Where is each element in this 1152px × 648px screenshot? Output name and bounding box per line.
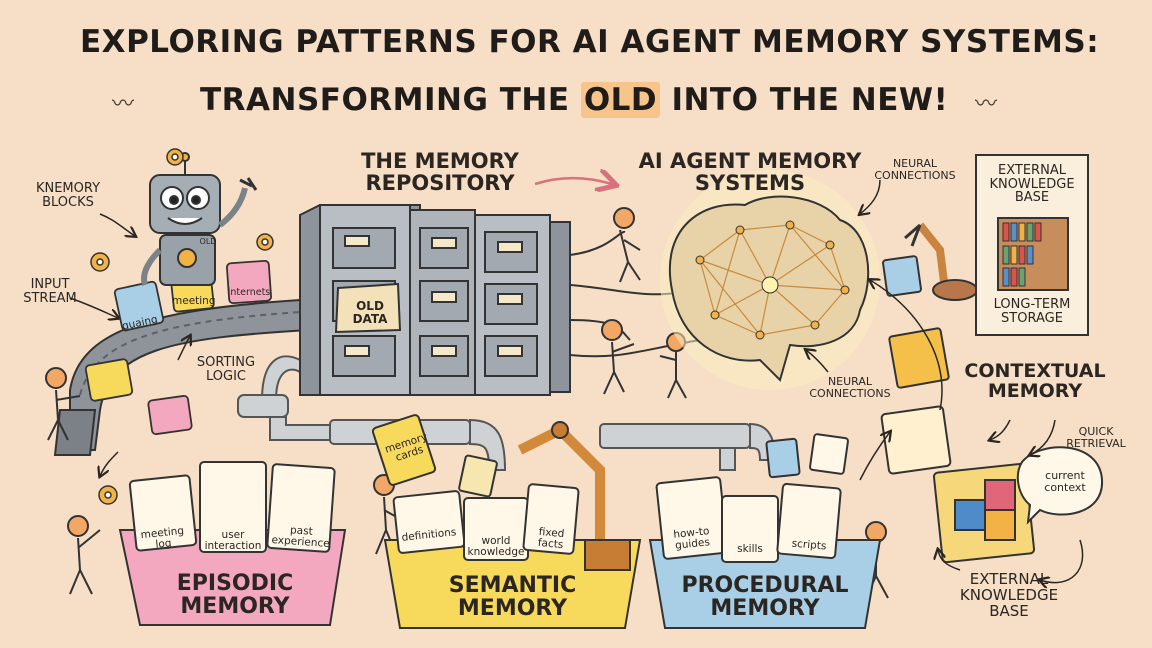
label-neural-connections-bottom: NEURAL CONNECTIONS [800, 376, 900, 399]
label-external-kb-top: EXTERNAL KNOWLEDGE BASE [982, 164, 1082, 205]
label-input-stream: INPUT STREAM [20, 278, 80, 305]
robot-arm-right [883, 225, 977, 300]
title-highlight-old: OLD [581, 82, 660, 118]
label-external-kb-bottom: EXTERNAL KNOWLEDGE BASE [944, 572, 1074, 619]
robot-badge: OLD [198, 238, 218, 246]
label-ai-agent-memory-systems: AI AGENT MEMORY SYSTEMS [630, 150, 870, 194]
label-memory-repository: THE MEMORY REPOSITORY [340, 150, 540, 194]
label-quick-retrieval: QUICK RETRIEVAL [1056, 426, 1136, 449]
bin-0-card-1: user interaction [200, 530, 266, 552]
label-long-term-storage: LONG-TERM STORAGE [982, 298, 1082, 325]
bin-1-card-2: fixed facts [525, 526, 577, 552]
label-sorting-logic: SORTING LOGIC [186, 356, 266, 383]
label-old-data: OLD DATA [345, 300, 395, 325]
filing-cabinet [300, 205, 570, 395]
bin-label-procedural: PROCEDURAL MEMORY [665, 574, 865, 620]
repository-arrow [535, 178, 612, 184]
conveyor-card-1: meeting [172, 296, 212, 307]
neural-brain [660, 170, 880, 390]
title-line-1: EXPLORING PATTERNS FOR AI AGENT MEMORY S… [80, 26, 1099, 59]
conveyor-card-2: internets [226, 288, 272, 298]
title-line-2: TRANSFORMING THE OLD INTO THE NEW! [200, 84, 948, 117]
bubble-current-context: current context [1030, 470, 1100, 493]
label-neural-connections-top: NEURAL CONNECTIONS [870, 158, 960, 181]
title-line-2-start: TRANSFORMING THE [200, 82, 581, 118]
bin-1-card-1: world knowledge [464, 536, 528, 558]
flourish-right: 〰 [975, 86, 997, 118]
flourish-left: 〰 [112, 86, 134, 118]
bin-2-card-1: skills [722, 544, 778, 555]
label-contextual-memory: CONTEXTUAL MEMORY [960, 362, 1110, 402]
bin-0-card-2: past experience [267, 524, 334, 551]
title-line-2-end: INTO THE NEW! [660, 82, 948, 118]
bin-label-semantic: SEMANTIC MEMORY [400, 574, 625, 620]
bin-label-episodic: EPISODIC MEMORY [140, 572, 330, 618]
label-memory-blocks: KNEMORY BLOCKS [28, 182, 108, 209]
